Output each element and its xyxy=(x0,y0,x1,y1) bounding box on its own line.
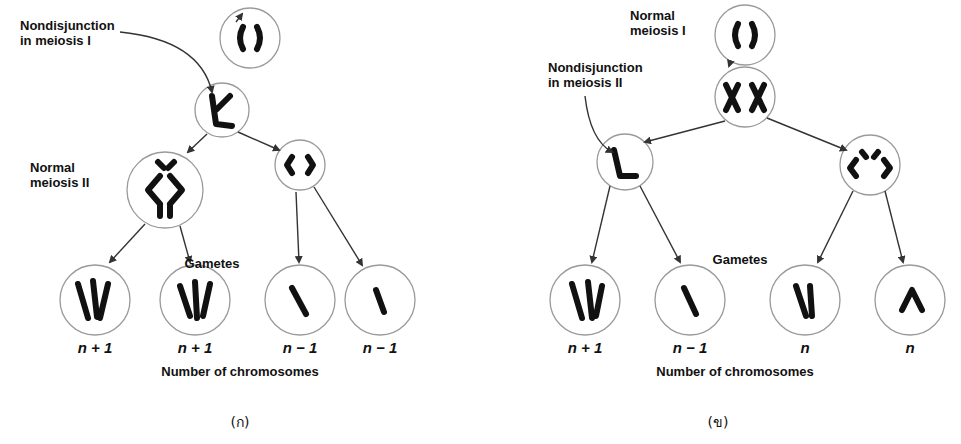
group-label: Gametes xyxy=(185,256,240,271)
chromosome-count: n − 1 xyxy=(363,340,398,355)
axis-caption: Number of chromosomes xyxy=(656,364,813,379)
chromosome-count: n + 1 xyxy=(568,340,603,355)
chromosome-count: n + 1 xyxy=(178,340,213,355)
chromosome-count: n + 1 xyxy=(78,340,113,355)
division-arrows xyxy=(110,14,903,265)
chromosomes xyxy=(78,24,922,318)
callout-label: Normal meiosis I xyxy=(630,8,710,38)
group-label: Gametes xyxy=(713,252,768,267)
callout-label: Nondisjunction in meiosis II xyxy=(548,60,656,90)
callout-label: Normal meiosis II xyxy=(30,160,106,190)
cell-outlines xyxy=(60,5,945,335)
axis-caption: Number of chromosomes xyxy=(161,364,318,379)
panel-label: (ก) xyxy=(231,415,250,430)
callout-label: Nondisjunction in meiosis I xyxy=(20,18,122,48)
chromosome-count: n xyxy=(800,340,809,355)
chromosome-count: n − 1 xyxy=(283,340,318,355)
panel-label: (ข) xyxy=(708,415,729,430)
chromosome-count: n xyxy=(905,340,914,355)
chromosome-count: n − 1 xyxy=(673,340,708,355)
